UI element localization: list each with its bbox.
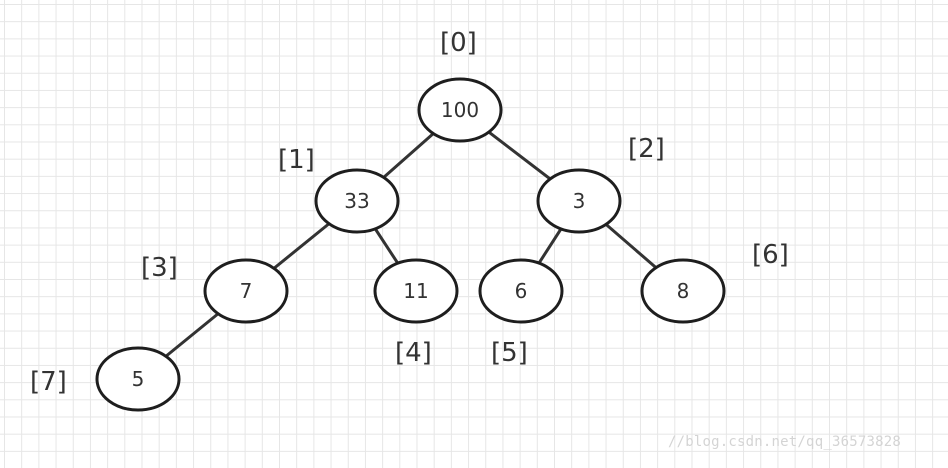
node-value: 6 (515, 279, 528, 303)
tree-node-7: 5 (95, 346, 181, 412)
tree-node-2: 3 (536, 168, 622, 234)
node-value: 3 (573, 189, 586, 213)
watermark-text: //blog.csdn.net/qq_36573828 (668, 434, 901, 450)
index-label-1: [1] (278, 145, 315, 175)
node-ellipse (536, 168, 622, 234)
node-ellipse (203, 258, 289, 324)
node-value: 7 (240, 279, 253, 303)
node-ellipse (478, 258, 564, 324)
index-label-6: [6] (752, 240, 789, 270)
index-label-2: [2] (628, 134, 665, 164)
node-ellipse (373, 258, 459, 324)
index-label-3: [3] (141, 253, 178, 283)
tree-node-6: 8 (640, 258, 726, 324)
node-value: 33 (344, 189, 369, 213)
tree-node-0: 100 (417, 77, 503, 143)
index-label-0: [0] (440, 28, 477, 58)
node-ellipse (417, 77, 503, 143)
node-value: 5 (132, 367, 145, 391)
node-value: 8 (677, 279, 690, 303)
node-value: 100 (441, 98, 479, 122)
index-label-5: [5] (491, 338, 528, 368)
node-ellipse (314, 168, 400, 234)
index-label-7: [7] (30, 367, 67, 397)
tree-node-3: 7 (203, 258, 289, 324)
node-value: 11 (403, 279, 428, 303)
node-ellipse (95, 346, 181, 412)
tree-node-4: 11 (373, 258, 459, 324)
index-labels: [0] [1] [2] [3] [4] [5] [6] [7] (30, 28, 789, 397)
tree-node-5: 6 (478, 258, 564, 324)
tree-node-1: 33 (314, 168, 400, 234)
node-ellipse (640, 258, 726, 324)
index-label-4: [4] (395, 338, 432, 368)
